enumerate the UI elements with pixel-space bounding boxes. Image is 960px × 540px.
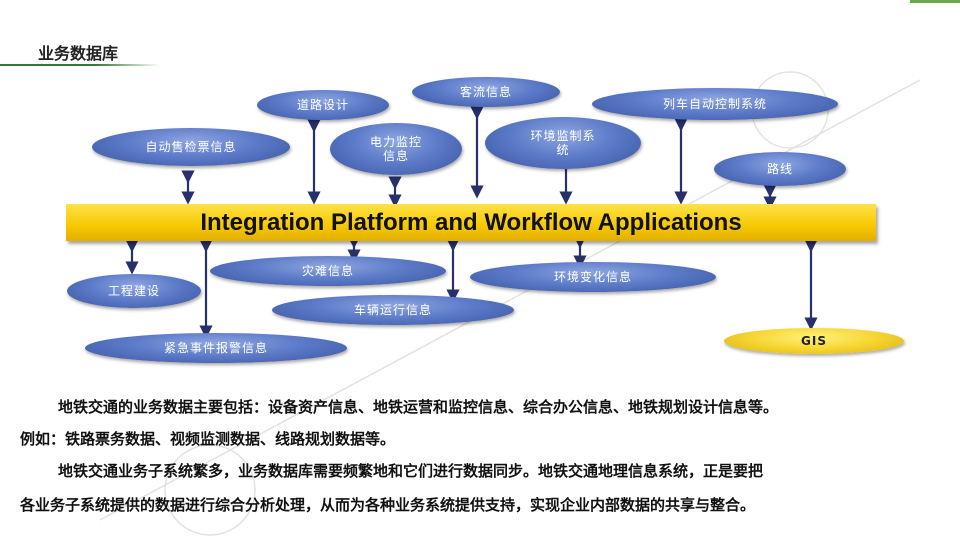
node-gis: GIS	[724, 328, 904, 354]
node-emergency-label: 紧急事件报警信息	[163, 340, 268, 355]
node-power-label: 电力监控 信息	[369, 134, 422, 163]
node-env-monitor: 环境监制系 统	[485, 117, 641, 169]
page-title: 业务数据库	[38, 44, 119, 63]
paragraph-4: 各业务子系统提供的数据进行综合分析处理，从而为各种业务系统提供支持，实现企业内部…	[20, 493, 950, 517]
node-env-change-label: 环境变化信息	[553, 269, 632, 284]
node-road-design: 道路设计	[257, 90, 389, 120]
node-gis-label: GIS	[801, 333, 827, 348]
paragraph-1-text: 地铁交通的业务数据主要包括：设备资产信息、地铁运营和监控信息、综合办公信息、地铁…	[58, 398, 779, 416]
title-underline	[0, 64, 160, 66]
paragraph-2: 例如：铁路票务数据、视频监测数据、线路规划数据等。	[20, 427, 950, 451]
integration-platform-bar: Integration Platform and Workflow Applic…	[66, 204, 876, 241]
node-route: 路线	[714, 152, 846, 186]
node-engineering-label: 工程建设	[107, 283, 160, 298]
paragraph-3-text: 地铁交通业务子系统繁多，业务数据库需要频繁地和它们进行数据同步。地铁交通地理信息…	[58, 462, 764, 480]
node-passenger-flow-label: 客流信息	[459, 84, 512, 99]
node-env-change: 环境变化信息	[470, 262, 716, 292]
node-road-design-label: 道路设计	[296, 97, 349, 112]
node-emergency: 紧急事件报警信息	[85, 333, 347, 363]
top-accent-bar	[910, 0, 960, 3]
node-train-control-label: 列车自动控制系统	[662, 96, 767, 111]
paragraph-3: 地铁交通业务子系统繁多，业务数据库需要频繁地和它们进行数据同步。地铁交通地理信息…	[20, 459, 950, 483]
node-vehicle: 车辆运行信息	[272, 295, 514, 325]
integration-platform-label: Integration Platform and Workflow Applic…	[200, 208, 742, 236]
node-env-monitor-label: 环境监制系 统	[530, 128, 596, 157]
node-ticketing-label: 自动售检票信息	[145, 139, 237, 154]
node-route-label: 路线	[766, 161, 793, 176]
node-train-control: 列车自动控制系统	[592, 88, 838, 120]
node-passenger-flow: 客流信息	[412, 77, 560, 107]
node-disaster-label: 灾难信息	[301, 263, 354, 278]
paragraph-4-text: 各业务子系统提供的数据进行综合分析处理，从而为各种业务系统提供支持，实现企业内部…	[20, 496, 756, 514]
paragraph-2-text: 例如：铁路票务数据、视频监测数据、线路规划数据等。	[20, 430, 396, 448]
node-engineering: 工程建设	[67, 274, 201, 308]
paragraph-1: 地铁交通的业务数据主要包括：设备资产信息、地铁运营和监控信息、综合办公信息、地铁…	[20, 395, 950, 419]
node-power: 电力监控 信息	[330, 123, 462, 175]
node-ticketing: 自动售检票信息	[92, 128, 290, 166]
node-disaster: 灾难信息	[210, 256, 446, 286]
node-vehicle-label: 车辆运行信息	[353, 302, 432, 317]
